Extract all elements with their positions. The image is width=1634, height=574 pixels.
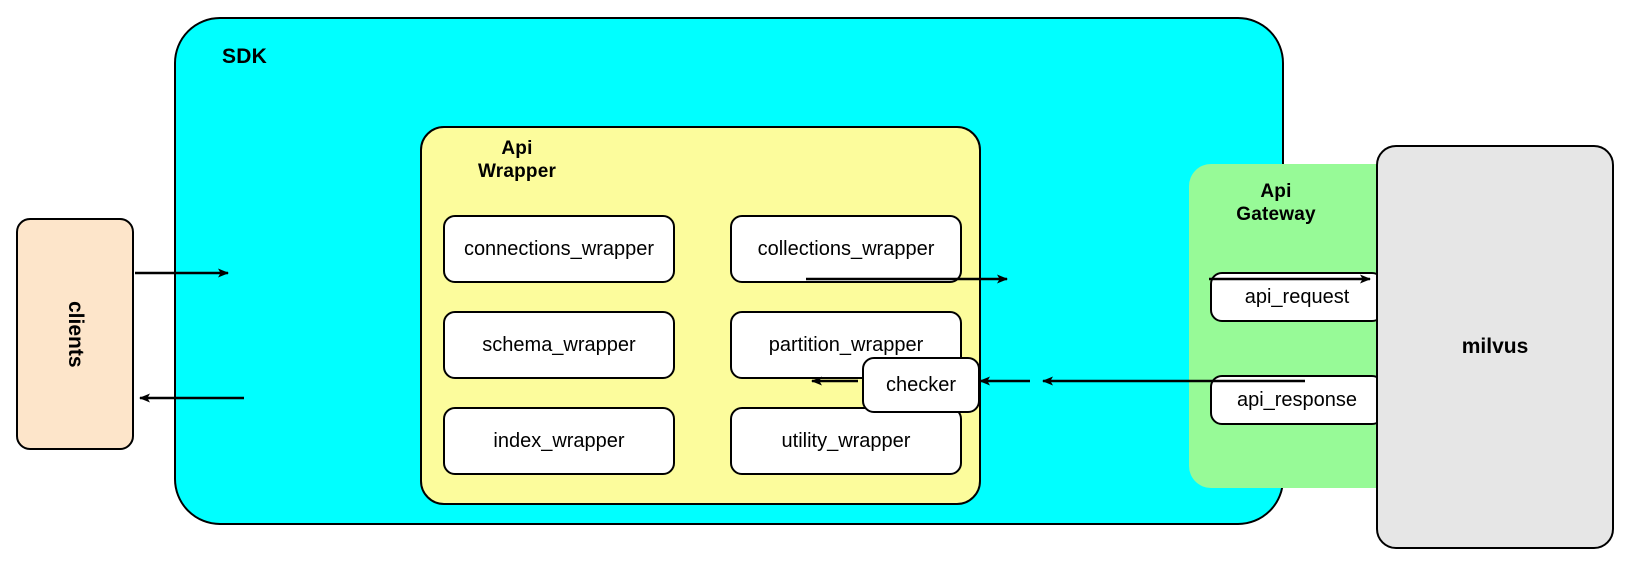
module-connections-wrapper[interactable]: connections_wrapper	[443, 215, 675, 283]
api-wrapper-title: Api Wrapper	[442, 137, 592, 183]
api-gateway-title-line1: Api	[1260, 181, 1292, 202]
clients-node[interactable]: clients	[16, 218, 134, 450]
api-wrapper-title-line1: Api	[501, 138, 533, 159]
milvus-label: milvus	[1461, 335, 1529, 358]
clients-label: clients	[64, 300, 87, 368]
module-label: connections_wrapper	[463, 237, 655, 260]
api-gateway-title: Api Gateway	[1201, 180, 1351, 226]
api-response-label: api_response	[1236, 388, 1358, 411]
api-response-node[interactable]: api_response	[1210, 375, 1384, 425]
sdk-container[interactable]: SDK Api Wrapper connections_wrapper coll…	[174, 17, 1413, 525]
module-label: utility_wrapper	[781, 429, 911, 452]
api-wrapper-container[interactable]: Api Wrapper connections_wrapper collecti…	[420, 126, 981, 505]
sdk-title: SDK	[222, 45, 267, 68]
module-schema-wrapper[interactable]: schema_wrapper	[443, 311, 675, 379]
module-collections-wrapper[interactable]: collections_wrapper	[730, 215, 962, 283]
module-label: schema_wrapper	[482, 333, 636, 356]
api-gateway-title-line2: Gateway	[1236, 204, 1316, 226]
api-request-label: api_request	[1244, 285, 1350, 308]
module-partition-wrapper[interactable]: partition_wrapper	[730, 311, 962, 379]
module-utility-wrapper[interactable]: utility_wrapper	[730, 407, 962, 475]
checker-node[interactable]: checker	[862, 357, 980, 413]
module-index-wrapper[interactable]: index_wrapper	[443, 407, 675, 475]
api-gateway-container[interactable]: Api Gateway api_request api_response	[1189, 164, 1413, 488]
milvus-node[interactable]: milvus	[1376, 145, 1614, 549]
api-wrapper-title-line2: Wrapper	[477, 161, 557, 183]
api-request-node[interactable]: api_request	[1210, 272, 1384, 322]
module-label: collections_wrapper	[757, 237, 935, 260]
checker-label: checker	[885, 373, 957, 396]
module-label: partition_wrapper	[768, 333, 924, 356]
module-label: index_wrapper	[493, 429, 625, 452]
